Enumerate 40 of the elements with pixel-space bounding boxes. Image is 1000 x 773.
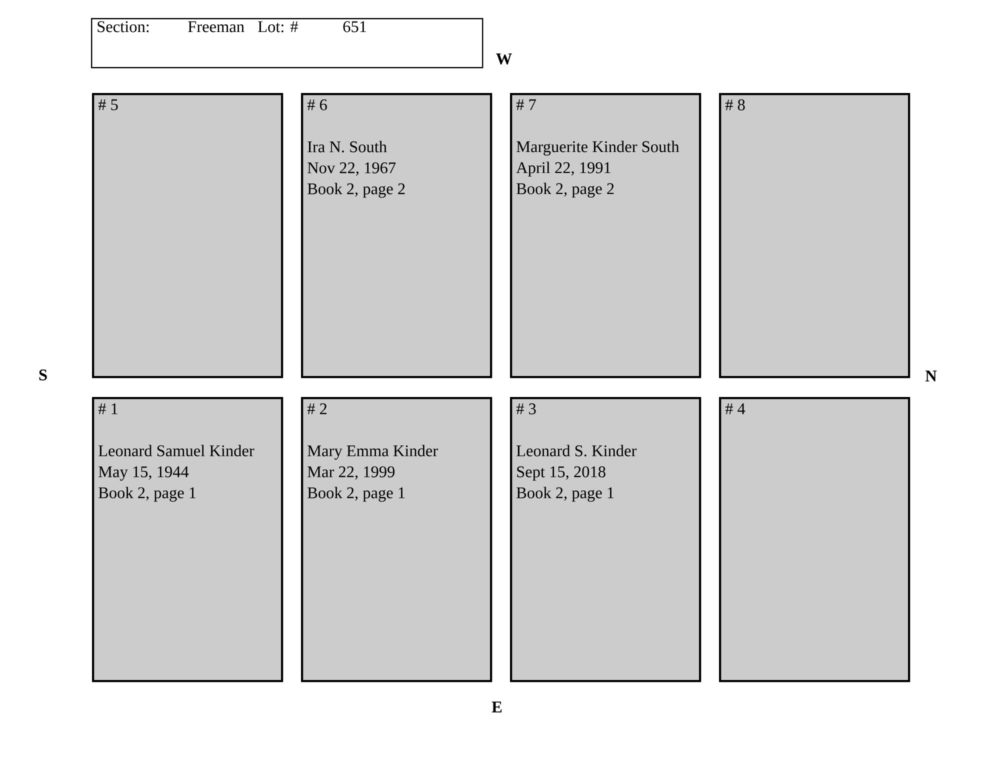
burial-entry: Mary Emma Kinder xyxy=(308,444,438,460)
burial-entry: Ira N. South xyxy=(308,140,387,152)
plot-number: # 6 xyxy=(307,99,327,110)
plot-number: # 7 xyxy=(516,99,536,110)
compass-letter: W xyxy=(496,54,512,64)
grave-plot xyxy=(510,93,702,378)
grave-plot xyxy=(301,397,492,682)
grave-plot xyxy=(92,397,284,682)
burial-entry: Book 2, page 1 xyxy=(516,486,614,502)
header-field: 651 xyxy=(343,21,366,32)
burial-entry: Book 2, page 1 xyxy=(98,486,196,502)
plot-number: # 4 xyxy=(725,403,746,414)
burial-entry: Nov 22, 1967 xyxy=(308,162,396,176)
grave-plot xyxy=(510,397,702,682)
grave-plot xyxy=(719,93,910,378)
burial-entry: April 22, 1991 xyxy=(516,162,610,177)
burial-entry: Leonard S. Kinder xyxy=(516,444,637,456)
burial-entry: Marguerite Kinder South xyxy=(516,140,680,156)
compass-letter: N xyxy=(925,370,937,382)
burial-entry: Book 2, page 1 xyxy=(308,486,405,502)
plot-number: # 5 xyxy=(98,99,118,110)
plot-number: # 8 xyxy=(725,99,745,110)
header-box xyxy=(91,18,484,68)
burial-entry: Mar 22, 1999 xyxy=(308,466,394,480)
header-field: Lot: # xyxy=(258,21,298,32)
plot-number: # 2 xyxy=(307,403,326,414)
burial-entry: Sept 15, 2018 xyxy=(517,466,606,481)
burial-entry: Book 2, page 2 xyxy=(308,182,405,198)
grave-plot xyxy=(92,93,284,378)
burial-entry: May 15, 1944 xyxy=(98,466,189,481)
header-field: Freeman xyxy=(188,21,244,32)
header-field: Section: xyxy=(98,21,149,32)
plot-number: # 3 xyxy=(516,403,536,414)
compass-letter: S xyxy=(39,370,47,380)
grave-plot xyxy=(301,93,492,378)
burial-entry: Book 2, page 2 xyxy=(516,182,614,198)
grave-plot xyxy=(719,397,910,682)
compass-letter: E xyxy=(492,702,502,712)
burial-entry: Leonard Samuel Kinder xyxy=(98,444,254,456)
plot-number: # 1 xyxy=(98,403,118,414)
